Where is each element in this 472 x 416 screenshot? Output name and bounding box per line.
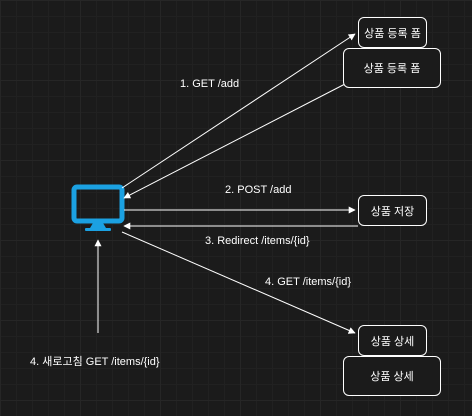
product-detail-node-top: 상품 상세	[358, 325, 427, 356]
product-save-node: 상품 저장	[358, 195, 427, 226]
get-items-label: 4. GET /items/{id}	[265, 276, 352, 288]
get-add-label: 1. GET /add	[180, 78, 240, 90]
get-items-arrow	[121, 231, 356, 334]
post-add-label: 2. POST /add	[225, 184, 292, 196]
refresh-label: 4. 새로고침 GET /items/{id}	[30, 356, 160, 368]
product-form-node: 상품 등록 폼	[343, 48, 441, 88]
monitor-icon	[71, 184, 125, 231]
redirect-label: 3. Redirect /items/{id}	[205, 235, 310, 247]
form-return-arrow	[123, 83, 346, 199]
product-form-node-top: 상품 등록 폼	[358, 17, 427, 48]
product-detail-node: 상품 상세	[343, 356, 441, 396]
get-add-arrow	[121, 33, 356, 189]
